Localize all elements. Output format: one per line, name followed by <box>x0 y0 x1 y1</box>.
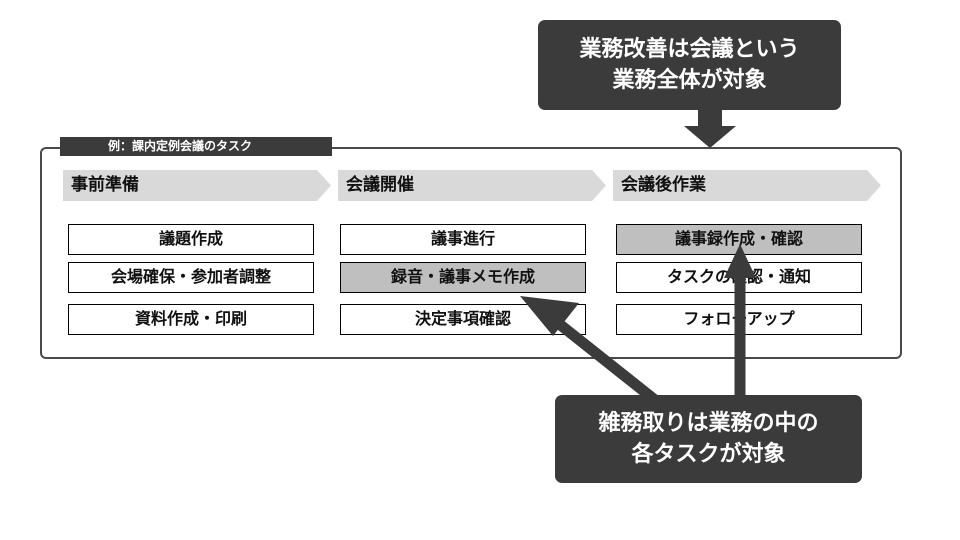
top-callout-line-1: 業務改善は会議という <box>579 37 800 62</box>
top-callout: 業務改善は会議という 業務全体が対象 <box>538 20 841 110</box>
diagonal-arrow-head-icon <box>520 296 579 336</box>
task-facilitation: 議事進行 <box>340 224 586 255</box>
phase-header-preparation: 事前準備 <box>63 170 331 201</box>
task-recording-notes: 録音・議事メモ作成 <box>340 262 586 293</box>
vertical-arrow-head-icon <box>724 244 756 278</box>
phase-header-followup: 会議後作業 <box>613 170 881 201</box>
task-materials: 資料作成・印刷 <box>68 304 314 335</box>
diagonal-arrow-shaft <box>549 314 659 405</box>
down-arrow-icon <box>684 108 736 148</box>
bottom-callout-line-2: 各タスクが対象 <box>631 442 786 467</box>
phase-header-meeting: 会議開催 <box>338 170 606 201</box>
bottom-callout: 雑務取りは業務の中の 各タスクが対象 <box>555 395 862 483</box>
top-callout-line-2: 業務全体が対象 <box>612 68 767 93</box>
example-tag: 例：課内定例会議のタスク <box>60 137 332 156</box>
task-agenda: 議題作成 <box>68 224 314 255</box>
bottom-callout-line-1: 雑務取りは業務の中の <box>598 411 819 436</box>
task-venue-attendees: 会場確保・参加者調整 <box>68 262 314 293</box>
